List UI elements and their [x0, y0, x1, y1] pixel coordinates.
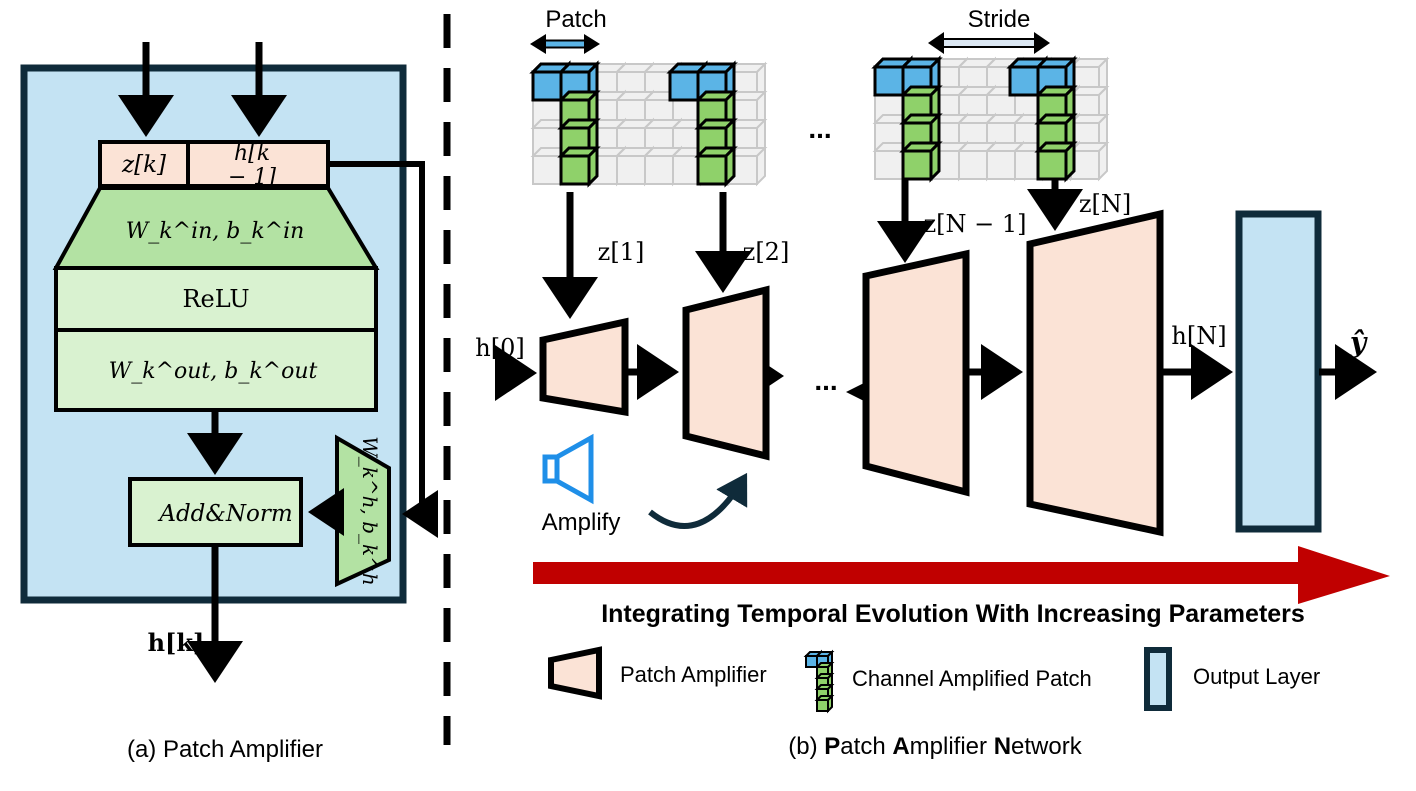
- legend-patch-amplifier: Patch Amplifier: [620, 662, 767, 687]
- patch-grid-group: [529, 55, 1110, 188]
- caption-b-rest-p: atch: [840, 733, 892, 760]
- add-norm-box: [128, 477, 303, 547]
- w-out-label: W_k^out, b_k^out: [109, 359, 318, 384]
- patch-grid-1-cell-3-0-front: [532, 155, 562, 185]
- input-h-box: [186, 140, 330, 188]
- patch-grid-1-hl-0-0-front: [531, 70, 563, 102]
- caption-b-bold-p: P: [824, 733, 840, 760]
- legend-patch-cube-5-front: [816, 699, 829, 712]
- patch-amplifier-network: Patch Stride ... z[1] z[2] z[N − 1] z[N]…: [475, 6, 1390, 760]
- caption-b-rest-n: etwork: [1011, 733, 1083, 760]
- patch-grid-1-cell-3-4-front: [644, 155, 674, 185]
- grid2-second-3-1-front: [1036, 149, 1068, 181]
- legend-channel-patch: Channel Amplified Patch: [852, 666, 1092, 691]
- patch-grid-1-second: [666, 60, 738, 188]
- legend-patch-cube-0-front: [805, 655, 818, 668]
- h0-label: h[0]: [475, 334, 524, 362]
- patch-label: Patch: [545, 6, 606, 33]
- patch-grid-2-hl-0-0-front: [873, 65, 905, 97]
- amplify-label: Amplify: [542, 509, 621, 536]
- grid1-second-3-1-front: [696, 154, 728, 186]
- stride-arrow-right-head: [1034, 32, 1050, 54]
- patch-grid-2-cell-3-4-front: [986, 150, 1016, 180]
- caption-b-rest-a: mplifier: [910, 733, 994, 760]
- speaker-icon: [542, 433, 594, 505]
- grid2-second-0-0-front: [1008, 65, 1040, 97]
- patch-grid-2-cell-3-0-front: [874, 150, 904, 180]
- legend-channel-patch-icon: [803, 649, 835, 714]
- hN-label: h[N]: [1171, 322, 1226, 350]
- amplifier-block-n1: [862, 249, 970, 497]
- amplifier-block-1: [539, 317, 629, 417]
- output-layer: [1235, 210, 1322, 533]
- patch-grid-2-cell-3-7: [1068, 140, 1110, 182]
- patch-grid-2-hl-3-1-front: [901, 149, 933, 181]
- w-out-layer: [54, 328, 378, 412]
- caption-a: (a) Patch Amplifier: [127, 736, 323, 763]
- patch-arrow-right-head: [584, 34, 600, 54]
- w-h-label: W_k^h, b_k^h: [358, 436, 382, 586]
- patch-grid-2-hl-3-1: [899, 139, 943, 183]
- z1-label: z[1]: [598, 238, 645, 266]
- patch-grid-2-second: [1006, 55, 1078, 183]
- legend-patch-cube-5: [814, 693, 835, 714]
- legend-output-layer: Output Layer: [1193, 664, 1320, 689]
- patch-grid-2-cell-3-7-side: [1098, 140, 1108, 182]
- output-h-label: h[k]: [148, 628, 205, 657]
- patch-grid-2-cell-3-7-front: [1070, 150, 1100, 180]
- zN1-label: z[N − 1]: [923, 210, 1026, 238]
- caption-b-prefix: (b): [788, 733, 824, 760]
- legend-amplifier-icon: [548, 646, 602, 700]
- skip-connection-line: [328, 161, 438, 538]
- patch-amplifier-detail: z[k] h[k − 1] W_k^in, b_k^in ReLU W_k^ou…: [20, 42, 438, 763]
- patch-grid-2-cell-3-3-front: [958, 150, 988, 180]
- caption-b-bold-a: A: [892, 733, 909, 760]
- caption-b-bold-n: N: [994, 733, 1011, 760]
- stride-label: Stride: [968, 6, 1031, 33]
- input-h-label-line2: − 1]: [228, 165, 276, 190]
- patch-grid-1-cell-3-7-side: [756, 145, 766, 187]
- legend-output-layer-icon: [1144, 647, 1172, 711]
- grid1-second-3-1: [694, 144, 738, 188]
- patch-arrow-left-head: [530, 34, 546, 54]
- caption-b: (b) Patch Amplifier Network: [788, 733, 1082, 760]
- patch-grid-1-cell-3-3-front: [616, 155, 646, 185]
- patch-grid-1-hl-3-1-front: [559, 154, 591, 186]
- yhat-label: ŷ: [1349, 326, 1368, 359]
- grid-ellipsis: ...: [808, 113, 831, 144]
- add-norm-label: Add&Norm: [157, 501, 292, 527]
- growth-curve-arrow: [648, 472, 748, 529]
- flow-ellipsis: ...: [814, 365, 837, 396]
- z2-label: z[2]: [743, 238, 790, 266]
- relu-label: ReLU: [182, 285, 249, 313]
- w-in-label: W_k^in, b_k^in: [126, 219, 305, 244]
- grid1-second-0-0-front: [668, 70, 700, 102]
- zN-label: z[N]: [1079, 190, 1131, 218]
- patch-grid-1-hl-3-1: [557, 144, 601, 188]
- banner-text: Integrating Temporal Evolution With Incr…: [601, 600, 1305, 628]
- amplifier-block-n: [1026, 209, 1164, 537]
- input-h-label-line1: h[k: [234, 141, 270, 166]
- stride-arrow-left-head: [928, 32, 944, 54]
- input-z-label: z[k]: [121, 152, 166, 178]
- grid2-second-3-1: [1034, 139, 1078, 183]
- flow-arrowhead-2: [766, 364, 784, 388]
- flow-arrowhead-n1: [846, 382, 866, 402]
- increasing-parameters-arrow: [533, 546, 1390, 604]
- amplifier-block-2: [682, 285, 770, 461]
